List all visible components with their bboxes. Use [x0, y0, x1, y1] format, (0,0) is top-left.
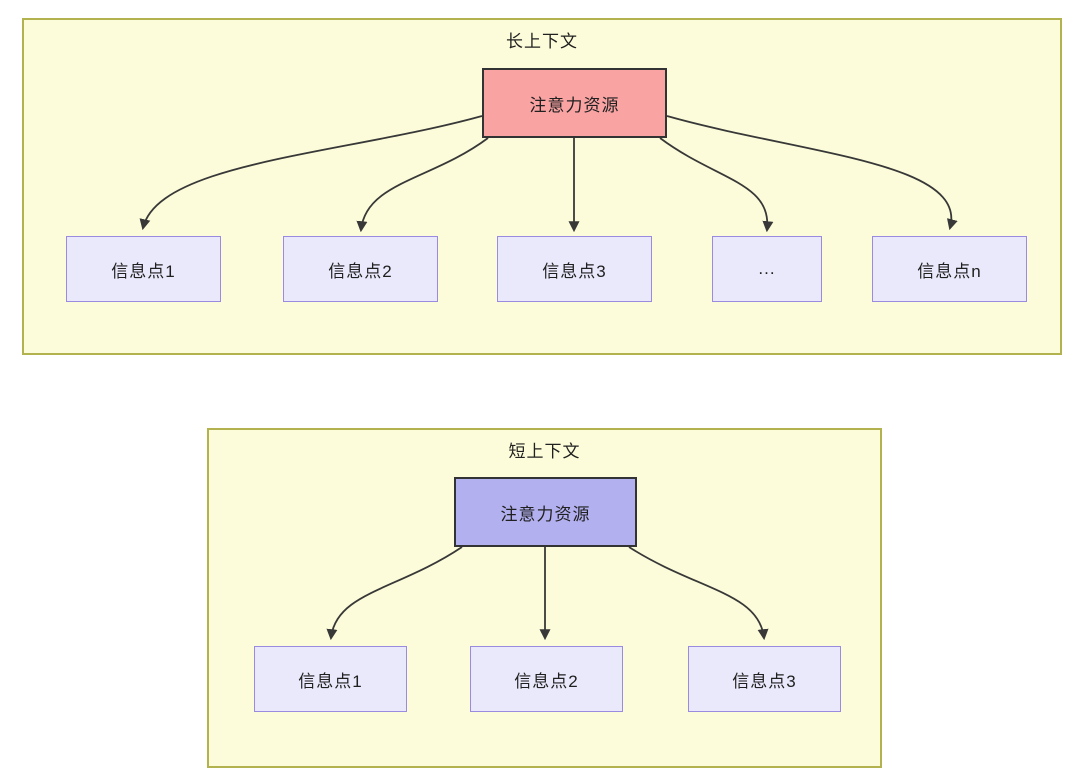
long-info-node-2: 信息点2 [283, 236, 438, 302]
long-info-node-3: 信息点3 [497, 236, 652, 302]
short-info-node-3: 信息点3 [688, 646, 841, 712]
short-context-title: 短上下文 [508, 442, 581, 461]
short-info-node-2: 信息点2 [470, 646, 623, 712]
long-info-node-1: 信息点1 [66, 236, 221, 302]
long-info-node-n: 信息点n [872, 236, 1027, 302]
short-info-node-1: 信息点1 [254, 646, 407, 712]
short-attention-resource-box: 注意力资源 [454, 477, 637, 547]
long-attention-resource-box: 注意力资源 [482, 68, 667, 138]
long-info-node-ellipsis: ... [712, 236, 822, 302]
long-context-title: 长上下文 [506, 32, 578, 51]
